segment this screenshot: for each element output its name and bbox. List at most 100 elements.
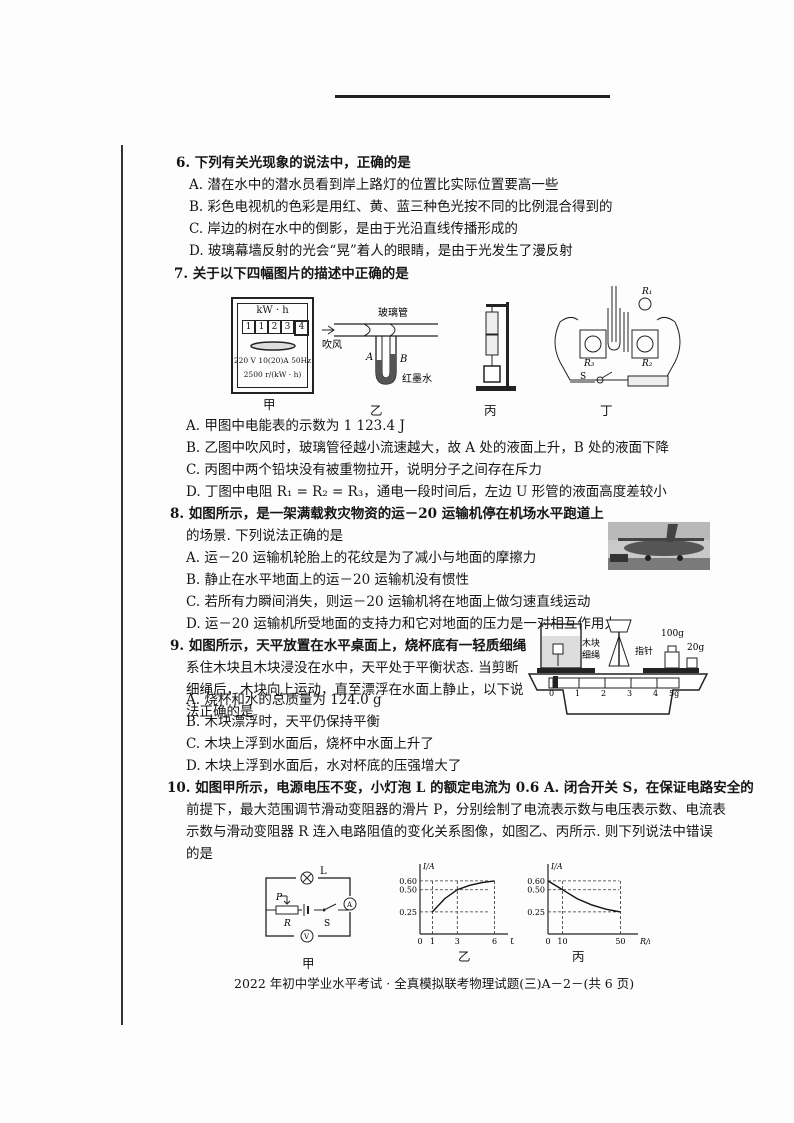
- q6-option-c: C. 岸边的树在水中的倒影，是由于光沿直线传播形成的: [189, 221, 518, 237]
- tube-label: 玻璃管: [378, 306, 408, 319]
- q9-option-c: C. 木块上浮到水面后，烧杯中水面上升了: [186, 736, 434, 752]
- fig-jia-meter: kW · h 1 1 2 3 4 220 V 10(20)A 50Hz 2500…: [231, 297, 314, 394]
- q7-option-b: B. 乙图中吹风时，玻璃管径越小流速越大，故 A 处的液面上升，B 处的液面下降: [186, 440, 670, 456]
- top-rule: [335, 95, 610, 98]
- x-tick-label: 50: [615, 937, 625, 946]
- x-tick-label: 1: [430, 937, 435, 946]
- x-tick-label: 0: [545, 937, 550, 946]
- meter-digit: 3: [281, 320, 294, 334]
- fig-yi-caption: 乙: [370, 403, 383, 418]
- q6-option-b: B. 彩色电视机的色彩是用红、黄、蓝三种色光按不同的比例混合得到的: [189, 199, 613, 215]
- wind-label: 吹风: [322, 338, 342, 351]
- q9-option-a: A. 烧杯和水的总质量为 124.0 g: [186, 692, 382, 708]
- meter-digit: 1: [255, 320, 268, 334]
- meter-digit: 4: [294, 320, 309, 336]
- q9-stem-4: 法正确的是: [186, 704, 254, 720]
- lamp-label: L: [320, 866, 327, 877]
- meter-unit: kW · h: [256, 305, 289, 316]
- pointer-label: 指针: [635, 645, 653, 657]
- y-tick-label: 0.25: [527, 908, 545, 917]
- r1-label: R₁: [641, 287, 652, 297]
- fig-q10-circuit-caption: 甲: [302, 956, 315, 971]
- chart-yi: 0.25 0.500.60 01 3 6 I/A U/V: [399, 862, 514, 946]
- ammeter-label: A: [346, 901, 353, 909]
- slider-label: P: [275, 893, 283, 903]
- page-footer: 2022 年初中学业水平考试 · 全真模拟联考物理试题(三)A－2－(共 6 页…: [234, 976, 635, 991]
- q6-option-d: D. 玻璃幕墙反射的光会“晃”着人的眼睛，是由于光发生了漫反射: [189, 243, 573, 259]
- switch-label: S: [324, 919, 330, 929]
- meter-digit: 1: [242, 320, 255, 334]
- q10-stem-1: 10. 如图甲所示，电源电压不变，小灯泡 L 的额定电流为 0.6 A. 闭合开…: [167, 780, 754, 796]
- scale-0: 0: [549, 689, 554, 698]
- r3-label: R₃: [583, 359, 595, 369]
- x-tick-label: 10: [557, 937, 567, 946]
- r2-label: R₂: [641, 359, 653, 369]
- left-border: [121, 145, 123, 1025]
- weight-100g: 100g: [661, 629, 684, 639]
- y-tick-label: 0.50: [527, 886, 545, 895]
- q7-option-a: A. 甲图中电能表的示数为 1 123.4 J: [186, 418, 405, 434]
- meter-spec2: 2500 r/(kW · h): [243, 370, 302, 379]
- q8-option-b: B. 静止在水平地面上的运－20 运输机没有惯性: [186, 572, 469, 588]
- meter-digits: 1 1 2 3 4: [242, 320, 309, 336]
- scale-3: 3: [627, 689, 632, 698]
- series-line: [547, 880, 621, 913]
- series-line: [431, 880, 495, 913]
- a-label: A: [365, 352, 373, 363]
- q9-stem-1: 9. 如图所示，天平放置在水平桌面上，烧杯底有一轻质细绳: [170, 638, 527, 654]
- q9-option-d: D. 木块上浮到水面后，水对杯底的压强增大了: [186, 758, 462, 774]
- meter-digit: 2: [268, 320, 281, 334]
- fig-q10-circuit: L A V P R S: [265, 866, 358, 944]
- b-label: B: [399, 354, 407, 365]
- chart-bing-title: 丙: [572, 949, 585, 964]
- q8-option-d: D. 运－20 运输机所受地面的支持力和它对地面的压力是一对相互作用力: [186, 616, 618, 632]
- x-tick-label: 6: [492, 937, 497, 946]
- q8-option-a: A. 运－20 运输机轮胎上的花纹是为了减小与地面的摩擦力: [186, 550, 537, 566]
- x-axis-label: R/Ω: [639, 937, 650, 946]
- s-label: S: [580, 372, 586, 382]
- q6-option-a: A. 潜在水中的潜水员看到岸上路灯的位置比实际位置要高一些: [189, 177, 559, 193]
- y-tick-label: 0.50: [399, 886, 417, 895]
- q10-stem-4: 的是: [186, 846, 213, 862]
- q7-option-d: D. 丁图中电阻 R₁ = R₂ = R₃，通电一段时间后，左边 U 形管的液面…: [186, 484, 667, 500]
- scale-2: 2: [601, 689, 606, 698]
- q10-stem-2: 前提下，最大范围调节滑动变阻器的滑片 P，分别绘制了电流表示数与电压表示数、电流…: [186, 802, 726, 818]
- y-tick-label: 0.60: [527, 877, 545, 886]
- voltmeter-label: V: [303, 933, 310, 941]
- fig-jia-caption: 甲: [263, 397, 276, 412]
- q10-stem-3: 示数与滑动变阻器 R 连入电路阻值的变化关系图像，如图乙、丙所示. 则下列说法中…: [186, 824, 713, 840]
- x-tick-label: 3: [455, 937, 460, 946]
- meter-spec1: 220 V 10(20)A 50Hz: [233, 356, 312, 365]
- weight-20g: 20g: [687, 643, 704, 653]
- q6-stem: 6. 下列有关光现象的说法中，正确的是: [176, 155, 411, 171]
- y-tick-label: 0.25: [399, 908, 417, 917]
- y-axis-label: I/A: [422, 862, 435, 871]
- q8-stem-1: 8. 如图所示，是一架满载救灾物资的运－20 运输机停在机场水平跑道上: [170, 506, 604, 522]
- y-tick-label: 0.60: [399, 877, 417, 886]
- q7-option-c: C. 丙图中两个铅块没有被重物拉开，说明分子之间存在斥力: [186, 462, 542, 478]
- ink-label: 红墨水: [402, 372, 432, 385]
- chart-bing: 0.25 0.500.60 0 10 50 I/A R/Ω: [527, 862, 650, 946]
- scale-1: 1: [575, 689, 580, 698]
- meter-disc: [250, 341, 296, 351]
- y-axis-label: I/A: [550, 862, 563, 871]
- q8-option-c: C. 若所有力瞬间消失，则运－20 运输机将在地面上做匀速直线运动: [186, 594, 591, 610]
- q8-stem-2: 的场景. 下列说法正确的是: [186, 528, 344, 544]
- scale-4: 4: [653, 689, 658, 698]
- block-label: 木块: [582, 637, 600, 649]
- x-tick-label: 0: [417, 937, 422, 946]
- rheostat-label: R: [283, 919, 291, 929]
- chart-yi-title: 乙: [458, 949, 471, 964]
- fig-q9-balance: 0 1 2 3 4 5g 木块 细绳 指针 100g 20g: [527, 619, 709, 715]
- q7-stem: 7. 关于以下四幅图片的描述中正确的是: [174, 266, 409, 282]
- rope-label: 细绳: [582, 649, 600, 661]
- fig-q8-plane-photo: [608, 522, 710, 570]
- x-axis-label: U/V: [510, 937, 514, 946]
- fig-ding-apparatus: R₁ R₃ R₂ S: [554, 286, 681, 387]
- scale-5: 5g: [669, 689, 679, 698]
- fig-yi-tube: 玻璃管 吹风 A B 红墨水: [322, 306, 438, 385]
- fig-ding-caption: 丁: [600, 403, 613, 418]
- q9-option-b: B. 木块漂浮时，天平仍保持平衡: [186, 714, 381, 730]
- q9-stem-3: 细绳后，木块向上运动，直至漂浮在水面上静止，以下说: [186, 682, 524, 698]
- fig-bing-leadblocks: [476, 302, 516, 391]
